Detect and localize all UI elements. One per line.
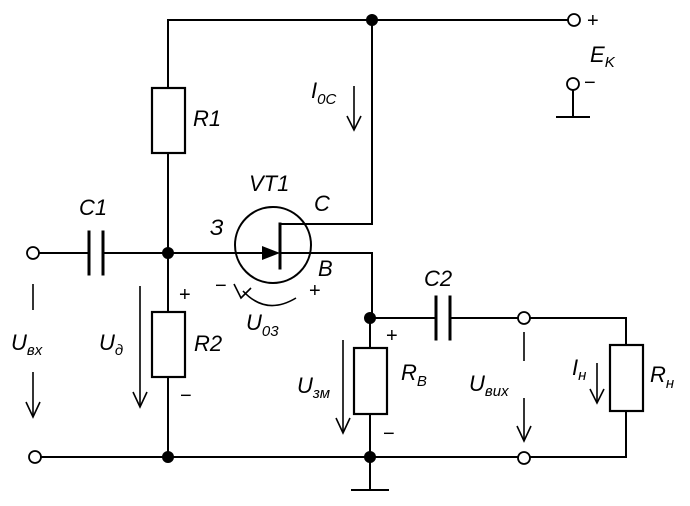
arrow-uvih-icon xyxy=(516,332,532,443)
label-r2: R2 xyxy=(194,331,222,356)
label-c2: C2 xyxy=(424,266,452,291)
label-ek: EK xyxy=(590,42,616,71)
label-source: B xyxy=(318,256,333,281)
junction-dot-bottom-left xyxy=(162,451,174,463)
arrow-uvx-icon xyxy=(25,284,41,419)
junction-dot-bottom-mid xyxy=(364,451,376,463)
resistor-r1 xyxy=(150,86,187,155)
arrow-in-icon xyxy=(589,363,605,405)
resistor-rb xyxy=(352,346,389,416)
label-in: Iн xyxy=(572,355,586,384)
sign-rb-minus: − xyxy=(383,423,395,445)
gate-arrow-icon xyxy=(262,246,280,260)
sign-r2-minus: − xyxy=(180,385,192,407)
sign-u03-plus: + xyxy=(309,280,321,302)
sign-rb-plus: + xyxy=(386,325,398,347)
label-vt1: VT1 xyxy=(249,171,289,196)
label-ud: Uд xyxy=(99,330,123,359)
label-uvih: Uвих xyxy=(469,371,509,400)
transistor-vt1-body xyxy=(234,206,312,284)
source-wire xyxy=(279,252,373,319)
sign-u03-minus: − xyxy=(215,275,227,297)
output-terminal-bottom xyxy=(517,451,531,465)
arrow-uzm-icon xyxy=(335,340,351,435)
label-u03: U03 xyxy=(246,310,279,340)
input-terminal-bottom xyxy=(28,450,42,464)
arrow-ioc-icon xyxy=(346,86,362,132)
supply-minus-terminal xyxy=(566,77,580,91)
resistor-rn xyxy=(608,343,645,413)
label-r1: R1 xyxy=(193,106,221,131)
drain-wire xyxy=(279,19,373,225)
sign-ek-minus: − xyxy=(584,72,596,94)
supply-plus-terminal xyxy=(567,13,581,27)
label-uvx: Uвх xyxy=(11,330,43,359)
load-top-wire xyxy=(529,317,627,346)
label-gate: З xyxy=(210,215,224,240)
output-terminal-top xyxy=(517,311,531,325)
arrow-ud-icon xyxy=(132,286,148,409)
sign-r2-plus: + xyxy=(179,284,191,306)
resistor-r2 xyxy=(150,310,187,379)
sign-ek-plus: + xyxy=(587,10,599,32)
input-terminal-top xyxy=(26,246,40,260)
label-drain: C xyxy=(314,191,330,216)
label-c1: C1 xyxy=(79,195,107,220)
label-uzm: Uзм xyxy=(297,373,330,402)
arrow-u03-curved-icon xyxy=(233,283,297,307)
label-rb: RВ xyxy=(401,360,427,390)
label-ioc: I0C xyxy=(311,78,336,108)
label-rn: Rн xyxy=(650,362,674,392)
